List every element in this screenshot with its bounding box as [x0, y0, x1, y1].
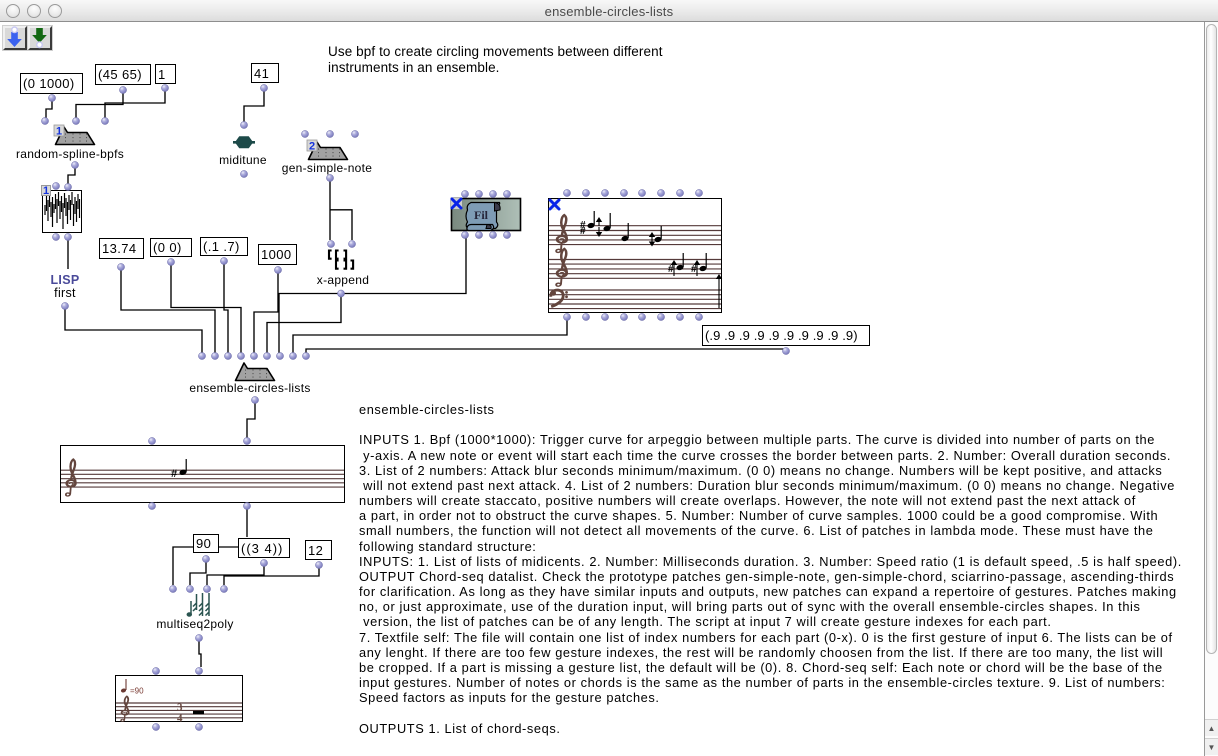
svg-text:2: 2 [309, 141, 315, 153]
svg-text:1: 1 [56, 126, 62, 138]
svg-text:Fil: Fil [474, 208, 489, 222]
